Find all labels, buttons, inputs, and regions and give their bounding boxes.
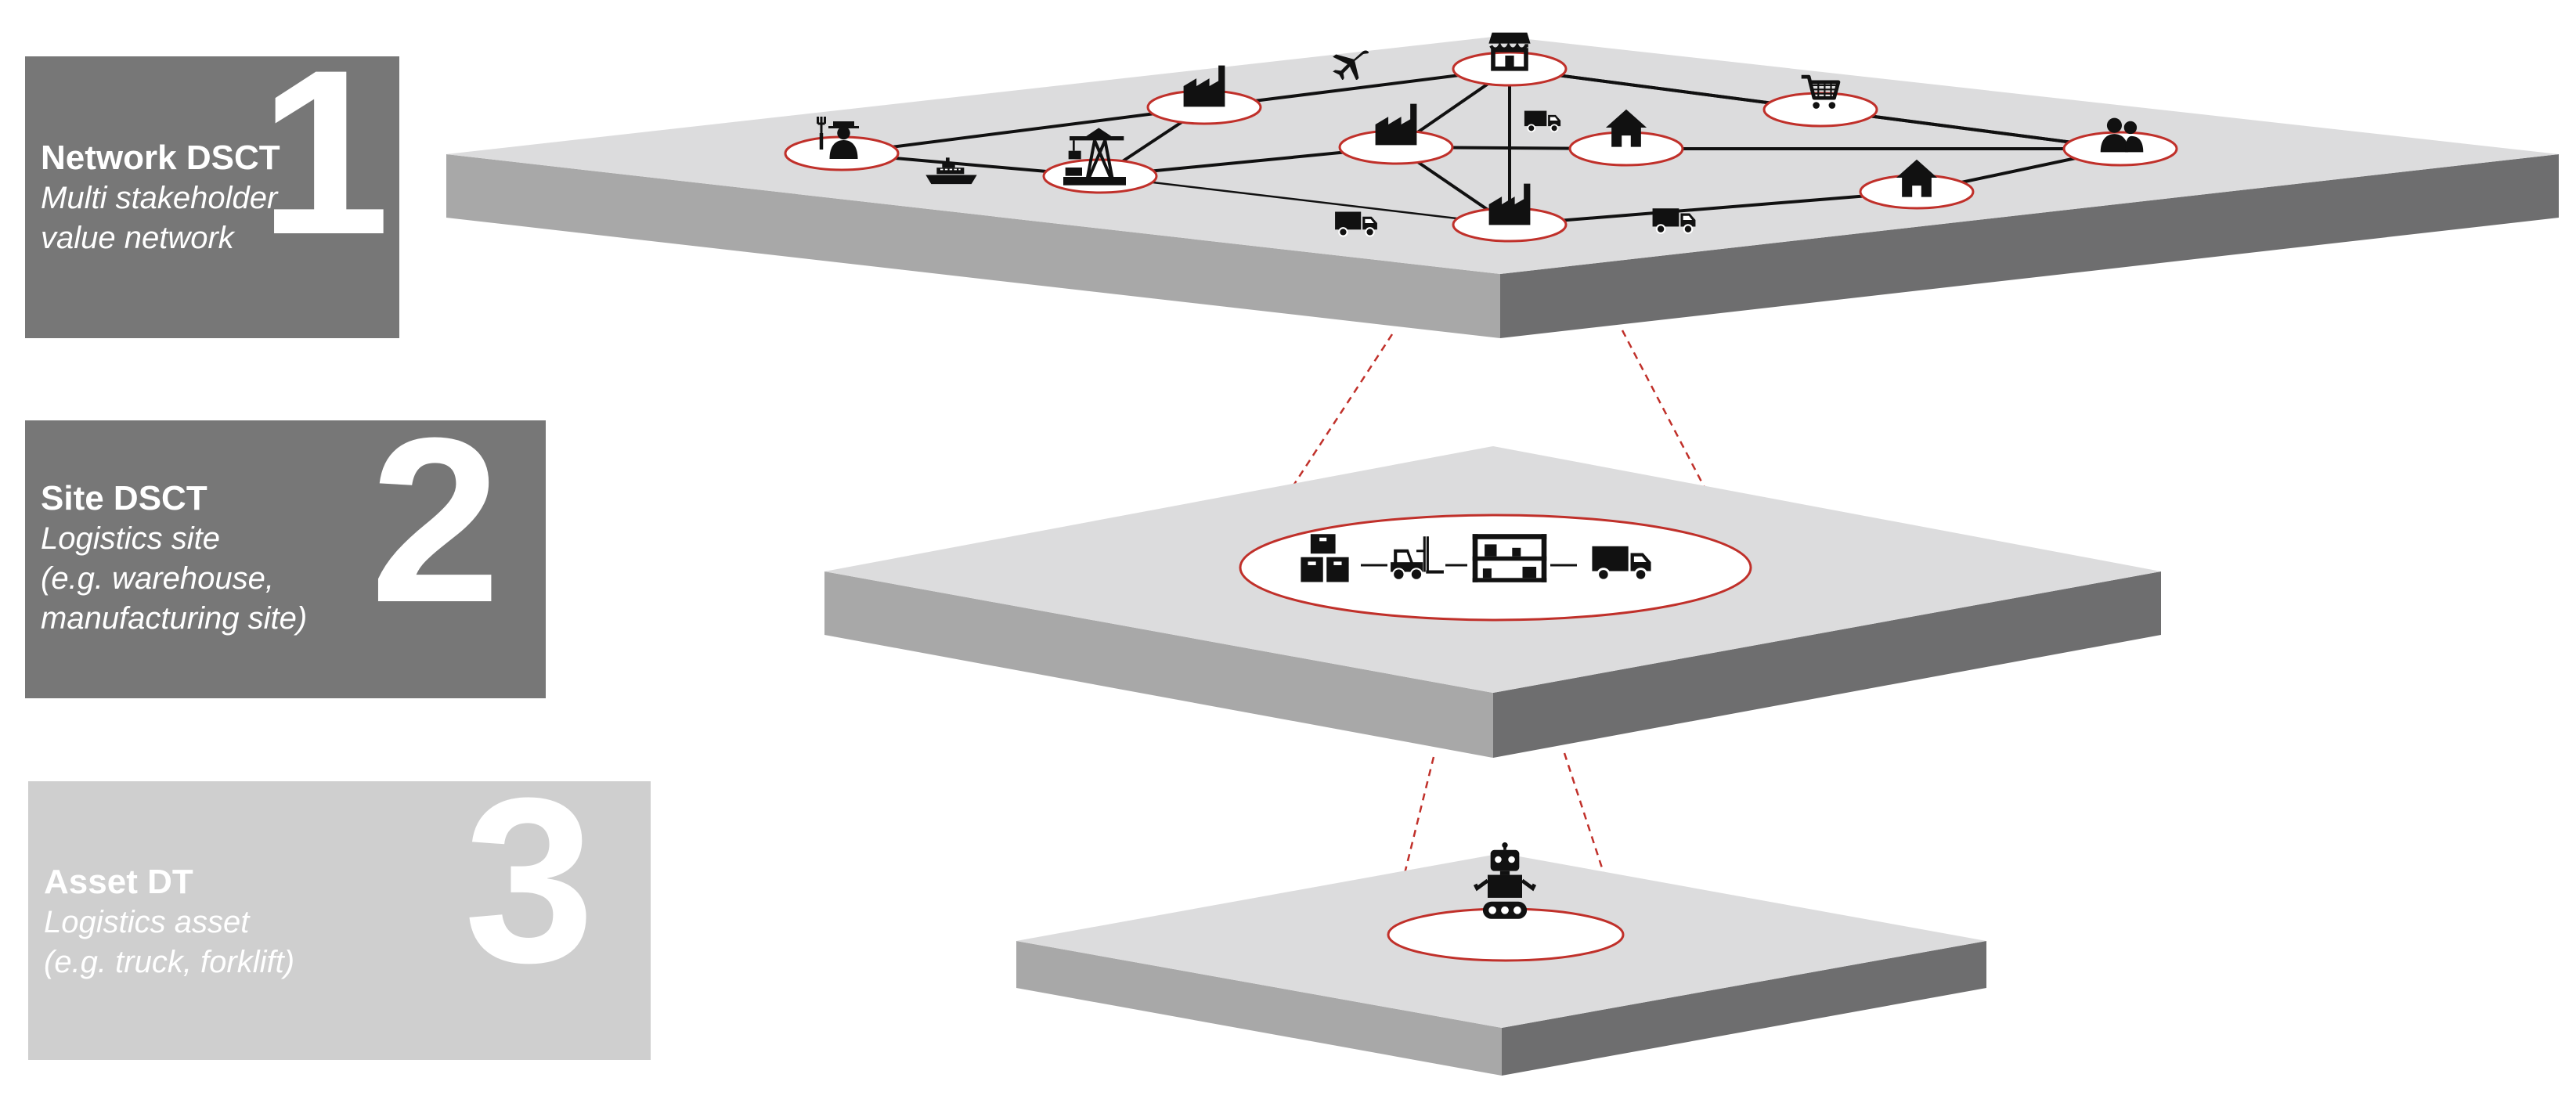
site-process <box>1239 514 1752 622</box>
network-platform-top <box>446 36 2559 274</box>
node-factory-c <box>1452 183 1568 243</box>
asset-platform-side-left <box>1016 941 1502 1076</box>
node-home-b <box>1859 159 1975 210</box>
level-3-label: Asset DT Logistics asset (e.g. truck, fo… <box>44 862 294 982</box>
node-factory-b <box>1338 103 1454 165</box>
level-2-label: Site DSCT Logistics site (e.g. warehouse… <box>41 478 307 639</box>
node-farmer <box>784 117 900 171</box>
level-2-subtitle-line: manufacturing site) <box>41 601 308 636</box>
node-store <box>1452 33 1568 87</box>
level-2-title: Site DSCT <box>41 479 207 517</box>
asset-platform <box>1016 842 1986 1076</box>
node-consumers <box>2062 117 2178 167</box>
level-2-subtitle-line: Logistics site <box>41 521 220 556</box>
node-port <box>1042 126 1158 194</box>
level-2-box-bg <box>25 420 546 698</box>
level-3-title: Asset DT <box>44 863 193 901</box>
level-1-number: 1 <box>259 20 390 283</box>
network-platform <box>446 33 2559 338</box>
node-factory-a <box>1146 65 1262 125</box>
level-2-label-box: 2 <box>25 388 546 698</box>
site-process-marker <box>1239 514 1752 622</box>
store-icon <box>1488 33 1530 69</box>
node-marker <box>1568 131 1684 167</box>
level-3-subtitle-line: Logistics asset <box>44 905 250 939</box>
level-1-box-bg <box>25 56 399 338</box>
network-link <box>1099 175 1510 226</box>
level-3-box-bg <box>28 781 651 1060</box>
asset-platform-side-right <box>1502 941 1986 1076</box>
node-cart <box>1762 77 1878 128</box>
level-3-label-box: 3 <box>28 748 651 1060</box>
network-platform-side-left <box>446 154 1500 338</box>
level-1-subtitle-line: value network <box>41 221 234 255</box>
network-nodes <box>784 33 2178 243</box>
network-platform-side-right <box>1500 154 2559 338</box>
network-link <box>841 106 1205 155</box>
level-2-subtitle-line: (e.g. warehouse, <box>41 561 274 596</box>
level-1-subtitle-line: Multi stakeholder <box>41 181 278 215</box>
node-marker <box>1042 158 1158 194</box>
network-link <box>1509 190 1918 226</box>
level-3-number: 3 <box>464 748 595 1011</box>
site-platform-side-right <box>1493 571 2161 758</box>
node-home-a <box>1568 109 1684 167</box>
site-platform-side-left <box>824 571 1493 758</box>
site-platform <box>824 446 2161 758</box>
level-1-label: Network DSCT Multi stakeholder value net… <box>41 138 280 258</box>
level-1-title: Network DSCT <box>41 139 280 177</box>
level-3-subtitle-line: (e.g. truck, forklift) <box>44 945 295 979</box>
level-1-label-box: 1 <box>25 20 399 338</box>
level-2-number: 2 <box>370 388 501 651</box>
